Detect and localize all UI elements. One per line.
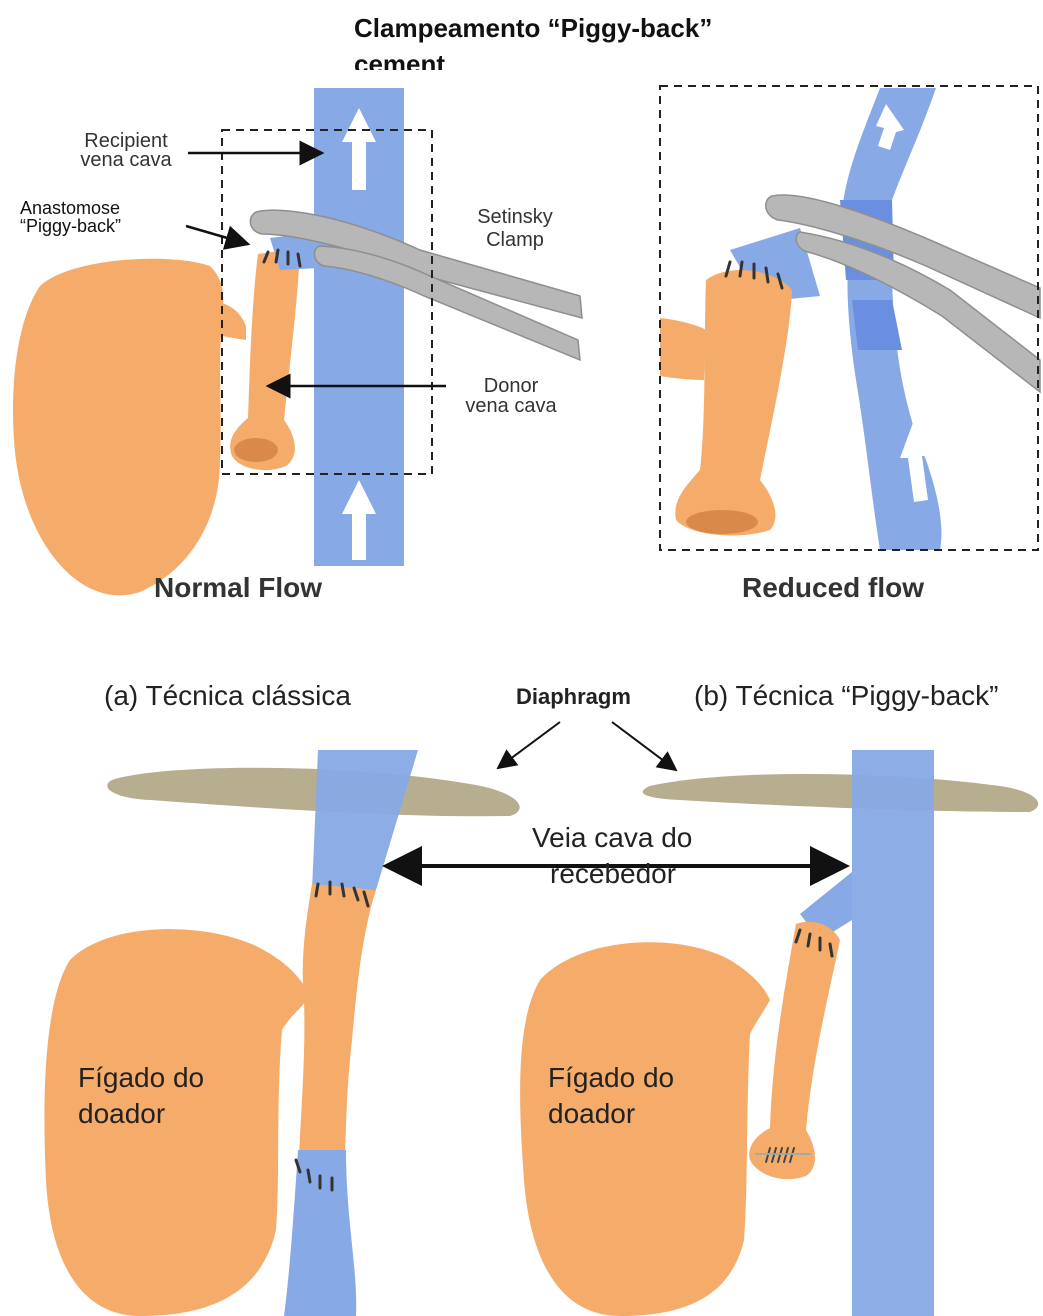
anastomose-label-1: Anastomose (20, 200, 120, 216)
recipient-vena-cava-b (852, 750, 934, 1316)
donor-liver (13, 259, 223, 596)
diaphragm-label: Diaphragm (516, 684, 631, 710)
title-line-1: Clampeamento “Piggy-back” (354, 14, 712, 42)
reduced-flow-caption: Reduced flow (742, 572, 924, 604)
reduced-flow-illustration (660, 86, 1040, 550)
liver-a-label-2: doador (78, 1096, 165, 1132)
diaphragm-left (107, 768, 519, 817)
clamp-label-1: Setinsky (456, 208, 574, 227)
recipient-label-2: vena cava (66, 151, 186, 170)
liver-b-label-1: Fígado do (548, 1060, 674, 1096)
liver-a-label-1: Fígado do (78, 1060, 204, 1096)
donor-label-2: vena cava (448, 397, 574, 416)
liver-b-label-2: doador (548, 1096, 635, 1132)
title-line-2: cement (354, 50, 445, 70)
normal-flow-caption: Normal Flow (154, 572, 322, 604)
veia-cava-label-1: Veia cava do (532, 820, 692, 856)
clamp-label-2: Clamp (456, 231, 574, 250)
donor-label-1: Donor (448, 377, 574, 396)
donor-vena-cava (230, 248, 300, 470)
veia-cava-label-2: recebedor (550, 856, 676, 892)
panel-b-title: (b) Técnica “Piggy-back” (694, 680, 998, 712)
classic-technique-illustration (44, 750, 519, 1316)
anastomose-label-2: “Piggy-back” (20, 218, 121, 234)
diaphragm-right (643, 774, 1039, 812)
panel-a-title: (a) Técnica clássica (104, 680, 351, 712)
